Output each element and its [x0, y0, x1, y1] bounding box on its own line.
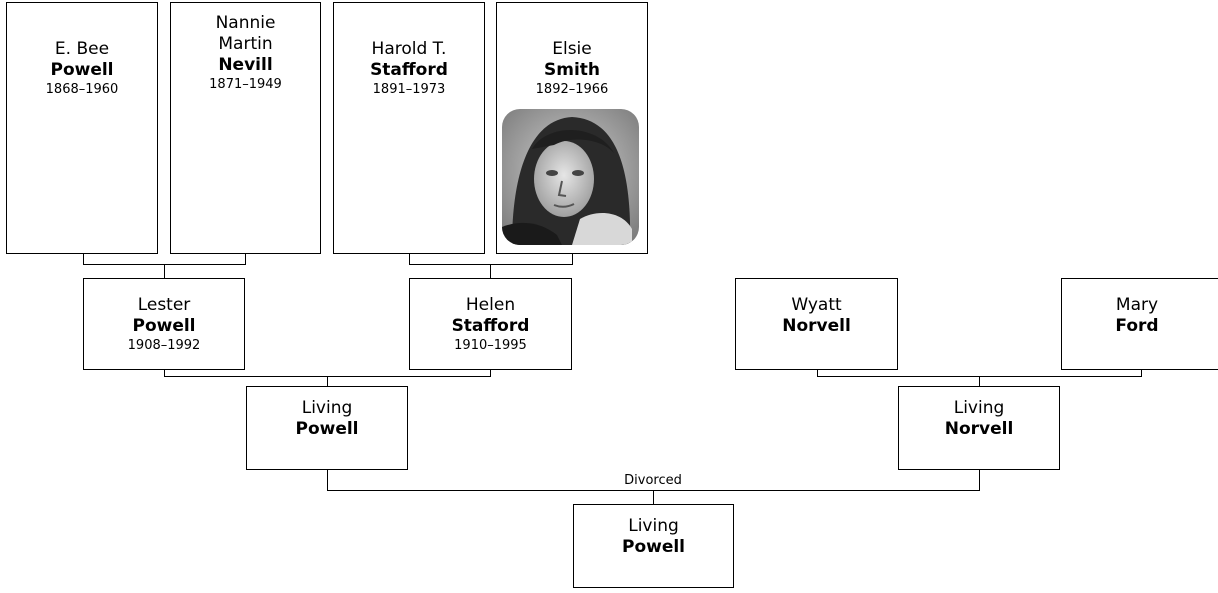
- given-name: Living: [628, 516, 679, 536]
- life-years: 1868–1960: [45, 82, 119, 97]
- person-living-powell-parent[interactable]: Living Powell: [246, 386, 408, 470]
- surname: Powell: [295, 419, 359, 439]
- given-name: E. Bee: [54, 39, 110, 59]
- given-name: Living: [953, 398, 1005, 418]
- surname: Norvell: [944, 419, 1014, 439]
- given-name: Harold T.: [371, 39, 447, 59]
- surname: Powell: [621, 537, 686, 557]
- given-name: Wyatt: [791, 295, 842, 315]
- surname: Stafford: [451, 316, 530, 336]
- surname: Powell: [50, 60, 114, 80]
- given-name: Living: [301, 398, 353, 418]
- given-name: Elsie: [552, 39, 592, 59]
- person-helen-stafford[interactable]: Helen Stafford 1910–1995: [409, 278, 572, 370]
- surname: Smith: [543, 60, 600, 80]
- life-years: 1908–1992: [127, 338, 201, 353]
- surname: Nevill: [218, 55, 273, 75]
- person-nannie-nevill[interactable]: Nannie Martin Nevill 1871–1949: [170, 2, 321, 254]
- person-ebee-powell[interactable]: E. Bee Powell 1868–1960: [6, 2, 158, 254]
- surname: Ford: [1115, 316, 1159, 336]
- person-living-norvell-parent[interactable]: Living Norvell: [898, 386, 1060, 470]
- person-wyatt-norvell[interactable]: Wyatt Norvell: [735, 278, 898, 370]
- life-years: 1891–1973: [372, 82, 446, 97]
- surname: Powell: [132, 316, 196, 336]
- given-name: Helen: [465, 295, 516, 315]
- given-name: Mary: [1115, 295, 1159, 315]
- surname: Norvell: [782, 316, 851, 336]
- portrait-photo[interactable]: [502, 109, 639, 245]
- given-name: Nannie Martin: [215, 13, 276, 54]
- surname: Stafford: [370, 60, 448, 80]
- person-living-powell-child[interactable]: Living Powell: [573, 504, 734, 588]
- given-name: Lester: [137, 295, 191, 315]
- person-lester-powell[interactable]: Lester Powell 1908–1992: [83, 278, 245, 370]
- person-mary-ford[interactable]: Mary Ford: [1061, 278, 1218, 370]
- life-years: 1892–1966: [535, 82, 609, 97]
- person-harold-stafford[interactable]: Harold T. Stafford 1891–1973: [333, 2, 485, 254]
- person-elsie-smith[interactable]: Elsie Smith 1892–1966: [496, 2, 648, 254]
- life-years: 1871–1949: [209, 77, 282, 92]
- life-years: 1910–1995: [454, 338, 527, 353]
- relationship-status-label: Divorced: [624, 473, 682, 488]
